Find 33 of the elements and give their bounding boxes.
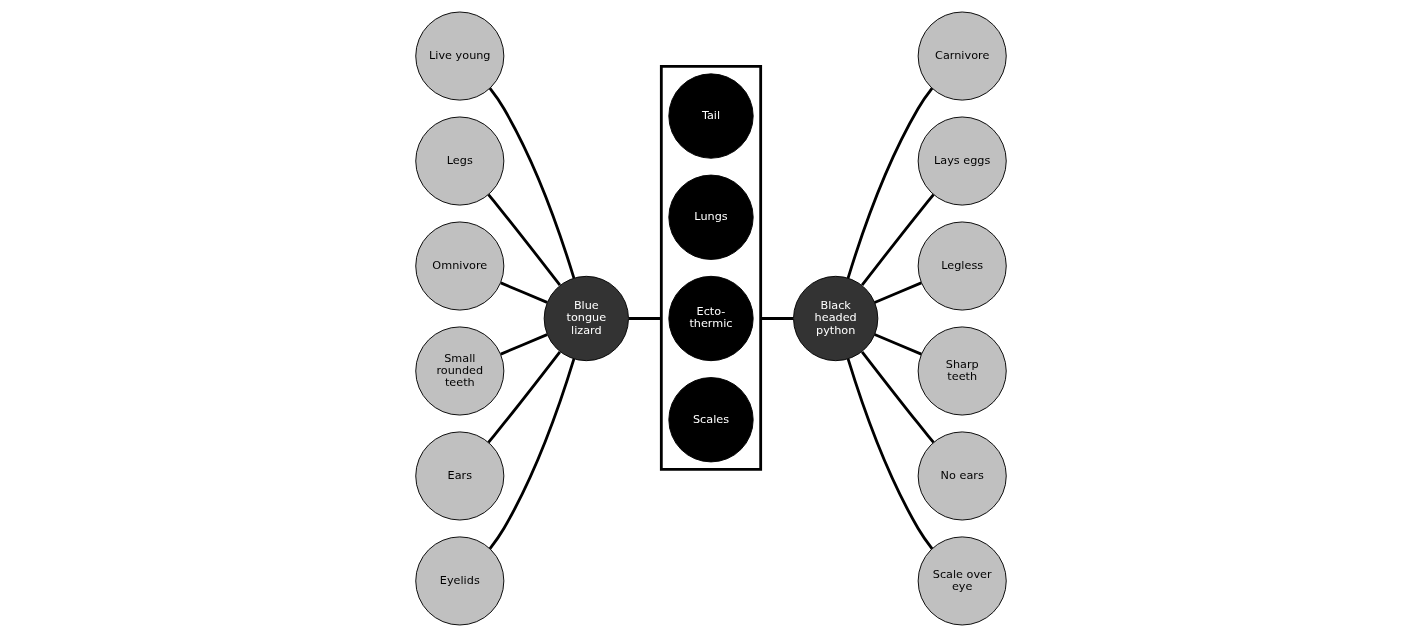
node-circle: Omnivore [415,221,505,311]
connector [874,281,922,304]
connector [874,333,922,356]
node-circle: Lungs [668,174,754,260]
node-circle: Ecto- thermic [668,275,754,362]
node-circle: Tail [668,73,754,159]
node-circle: Eyelids [415,536,505,626]
connector [860,193,935,287]
node-circle: Carnivore [917,11,1007,101]
connector [628,317,662,320]
connector [860,350,935,444]
node-circle: Live young [415,11,505,101]
connector [488,87,576,279]
node-circle: Legs [415,116,505,206]
cluster [659,64,763,471]
connector [846,87,934,279]
connector [760,317,794,320]
node-circle: Scales [668,377,754,463]
node-circle: Lays eggs [917,116,1007,206]
node-circle: Small rounded teeth [415,326,505,416]
connector [846,358,934,550]
connector [500,333,548,356]
node-circle: Blue tongue lizard [543,275,629,362]
connector [500,281,548,304]
node-circle: Ears [415,431,505,521]
connector [487,193,562,287]
connector [488,358,576,550]
node-circle: No ears [917,431,1007,521]
node-circle: Legless [917,221,1007,311]
node-circle: Black headed python [793,275,879,362]
connector [487,350,562,444]
node-circle: Scale over eye [917,536,1007,626]
node-circle: Sharp teeth [917,326,1007,416]
